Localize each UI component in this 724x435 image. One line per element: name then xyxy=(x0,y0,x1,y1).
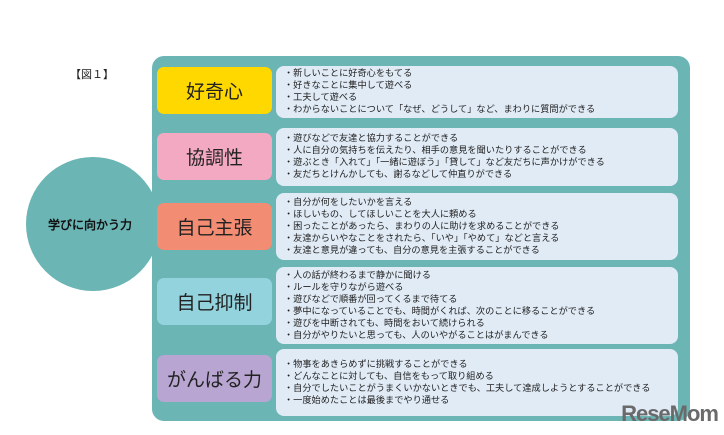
category-items-box: ・物事をあきらめずに挑戦することができる・どんなことに対しても、自信をもって取り… xyxy=(276,349,678,416)
category-items-box: ・自分が何をしたいかを言える・ほしいもの、してほしいことを大人に頼める・困ったこ… xyxy=(276,193,678,260)
list-item: ・人に自分の気持ちを伝えたり、相手の意見を聞いたりすることができる xyxy=(284,145,587,156)
center-label: 学びに向かう力 xyxy=(47,217,132,232)
list-item: ・ルールを守りながら遊べる xyxy=(284,281,404,293)
list-item: ・遊びを中断されても、時間をおいて続けられる xyxy=(284,317,485,329)
list-item: ・友だちとけんかしても、謝るなどして仲直りができる xyxy=(284,169,513,180)
category-label: 自己抑制 xyxy=(157,278,272,325)
watermark-logo: ReseMom xyxy=(621,401,719,426)
center-circle: 学びに向かう力 xyxy=(26,157,160,291)
list-item: ・友達からいやなことをされたら、「いや」「やめて」などと言える xyxy=(284,232,560,244)
list-item: ・自分が何をしたいかを言える xyxy=(284,196,413,208)
list-item: ・自分がやりたいと思っても、人のいやがることはがまんできる xyxy=(284,329,549,341)
list-item: ・遊びなどで友達と協力することができる xyxy=(284,133,459,144)
list-item: ・遊ぶとき「入れて」「一緒に遊ぼう」「貸して」など友だちに声かけができる xyxy=(284,157,605,168)
category-label: がんばる力 xyxy=(157,355,272,402)
list-item: ・わからないことについて「なぜ、どうして」など、まわりに質問ができる xyxy=(284,104,596,115)
list-item: ・自分でしたいことがうまくいかないときでも、工夫して達成しようとすることができる xyxy=(284,382,651,394)
list-item: ・物事をあきらめずに挑戦することができる xyxy=(284,358,468,370)
list-item: ・ほしいもの、してほしいことを大人に頼める xyxy=(284,208,477,220)
figure-label: 【図１】 xyxy=(70,68,114,81)
category-items-box: ・人の話が終わるまで静かに聞ける・ルールを守りながら遊べる・遊びなどで順番が回っ… xyxy=(276,267,678,344)
category-items-box: ・遊びなどで友達と協力することができる・人に自分の気持ちを伝えたり、相手の意見を… xyxy=(276,128,678,186)
list-item: ・どんなことに対しても、自信をもって取り組める xyxy=(284,370,494,382)
list-item: ・工夫して遊べる xyxy=(284,92,358,103)
list-item: ・遊びなどで順番が回ってくるまで待てる xyxy=(284,293,458,305)
list-item: ・人の話が終わるまで静かに聞ける xyxy=(284,269,431,281)
category-items-box: ・新しいことに好奇心をもてる・好きなことに集中して遊べる・工夫して遊べる・わから… xyxy=(276,66,678,118)
category-label: 好奇心 xyxy=(157,67,272,114)
list-item: ・一度始めたことは最後までやり通せる xyxy=(284,394,450,406)
list-item: ・夢中になっていることでも、時間がくれば、次のことに移ることができる xyxy=(284,305,596,317)
category-label: 協調性 xyxy=(157,133,272,180)
list-item: ・困ったことがあったら、まわりの人に助けを求めることができる xyxy=(284,220,560,232)
list-item: ・好きなことに集中して遊べる xyxy=(284,80,413,91)
list-item: ・新しいことに好奇心をもてる xyxy=(284,68,413,79)
category-label: 自己主張 xyxy=(157,203,272,250)
list-item: ・友達と意見が違っても、自分の意見を主張することができる xyxy=(284,244,540,256)
